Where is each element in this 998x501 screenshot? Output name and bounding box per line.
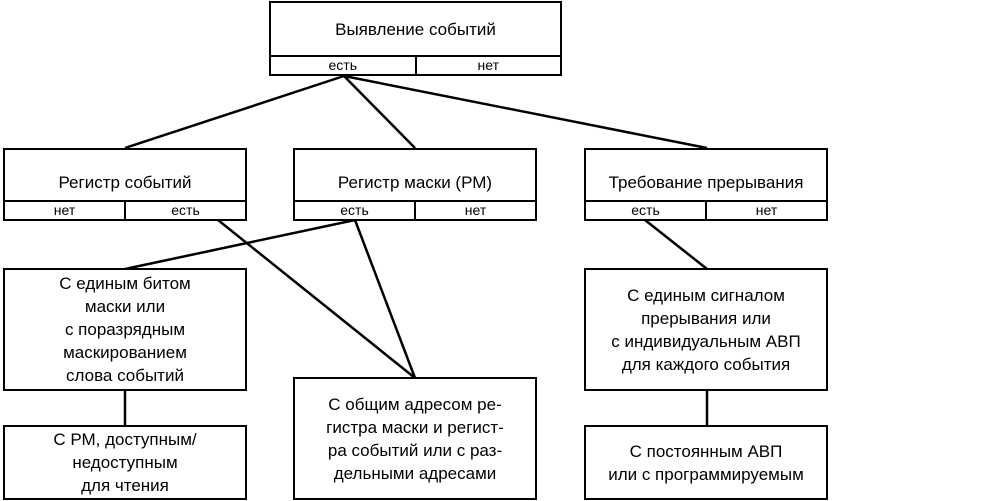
link-interrupt-request-single-signal bbox=[644, 219, 708, 270]
mask-register-option-yes: есть bbox=[340, 202, 369, 218]
event-register-options: нет есть bbox=[5, 200, 245, 219]
root-event-detection-node: Выявление событий есть нет bbox=[269, 1, 562, 76]
interrupt-request-option-no: нет bbox=[705, 202, 826, 219]
single-signal-box: С единым сигналом прерывания или с индив… bbox=[584, 268, 828, 391]
event-register-option-yes: есть bbox=[124, 202, 245, 219]
common-address-box: С общим адресом ре- гистра маски и регис… bbox=[293, 377, 537, 500]
interrupt-request-node: Требование прерывания есть нет bbox=[584, 148, 828, 221]
mask-register-title: Регистр маски (РМ) bbox=[337, 173, 493, 192]
constant-avp-box: С постоянным АВП или с программируемым bbox=[584, 425, 828, 500]
link-mask-register-single-mask-bit bbox=[124, 218, 356, 271]
event-register-title: Регистр событий bbox=[58, 173, 192, 192]
mask-register-options: есть нет bbox=[295, 200, 535, 219]
link-root-mask-register bbox=[343, 75, 416, 149]
event-register-node: Регистр событий нет есть bbox=[3, 148, 247, 221]
mask-register-node: Регистр маски (РМ) есть нет bbox=[293, 148, 537, 221]
event-register-option-no: нет bbox=[53, 202, 76, 218]
link-mask-register-common-address bbox=[353, 219, 417, 379]
root-option-no: нет bbox=[414, 57, 561, 74]
link-root-interrupt-request bbox=[343, 74, 708, 150]
single-mask-bit-box: С единым битом маски или с поразрядным м… bbox=[3, 268, 247, 391]
interrupt-request-option-yes: есть bbox=[631, 202, 660, 218]
link-root-event-register bbox=[124, 74, 345, 150]
mask-register-option-no: нет bbox=[414, 202, 535, 219]
root-options: есть нет bbox=[271, 55, 560, 74]
rm-access-box: С РМ, доступным/ недоступным для чтения bbox=[3, 425, 247, 500]
root-option-yes: есть bbox=[328, 57, 358, 73]
interrupt-request-title: Требование прерывания bbox=[608, 173, 804, 192]
interrupt-request-options: есть нет bbox=[586, 200, 826, 219]
link-event-register-common-address bbox=[217, 219, 416, 379]
root-title: Выявление событий bbox=[335, 20, 496, 39]
